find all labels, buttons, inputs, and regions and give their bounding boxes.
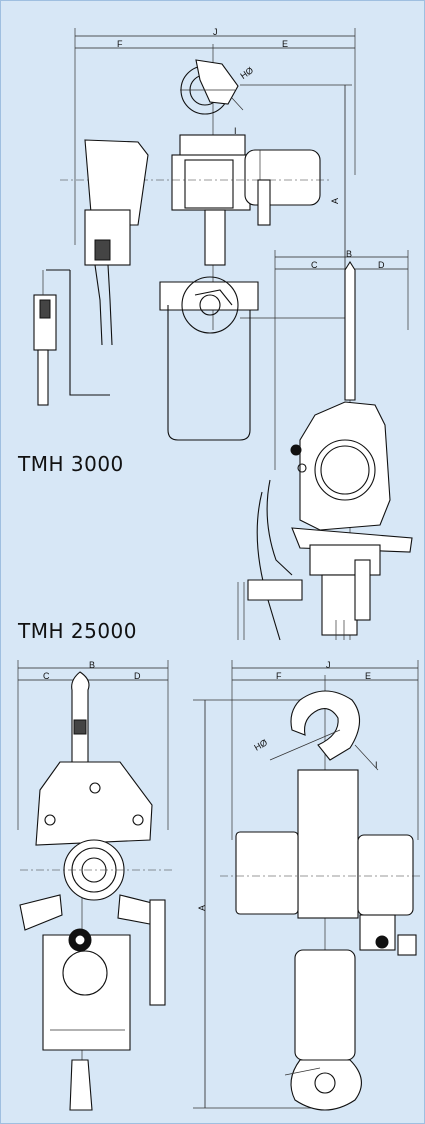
tmh25000-side-view	[193, 660, 420, 1111]
tmh3000-front-view	[237, 250, 413, 641]
dim-label-B-top: B	[346, 249, 353, 259]
dim-label-I-bottom: I	[375, 760, 378, 770]
tmh25000-front-view	[17, 660, 175, 1111]
hook-block-capacity-marking: 25T	[68, 961, 94, 978]
dim-label-D-top: D	[378, 260, 385, 270]
model-label-tmh25000: TMH 25000	[18, 619, 137, 643]
model-label-tmh3000: TMH 3000	[18, 452, 124, 476]
dim-label-A-top: A	[330, 197, 341, 205]
dim-label-B-bottom: B	[89, 660, 96, 670]
dim-label-J-top: J	[213, 27, 218, 37]
tmh3000-side-view	[33, 28, 356, 441]
dim-label-F-top: F	[117, 39, 123, 49]
dim-label-D-bottom: D	[134, 671, 141, 681]
dim-label-A-bottom: A	[197, 904, 208, 912]
dim-label-J-bottom: J	[326, 660, 331, 670]
dim-label-E-top: E	[282, 39, 289, 49]
dim-label-C-bottom: C	[43, 671, 50, 681]
dim-label-F-bottom: F	[276, 671, 282, 681]
dim-label-E-bottom: E	[365, 671, 372, 681]
dim-label-I-top: I	[234, 126, 237, 136]
dim-label-C-top: C	[311, 260, 318, 270]
